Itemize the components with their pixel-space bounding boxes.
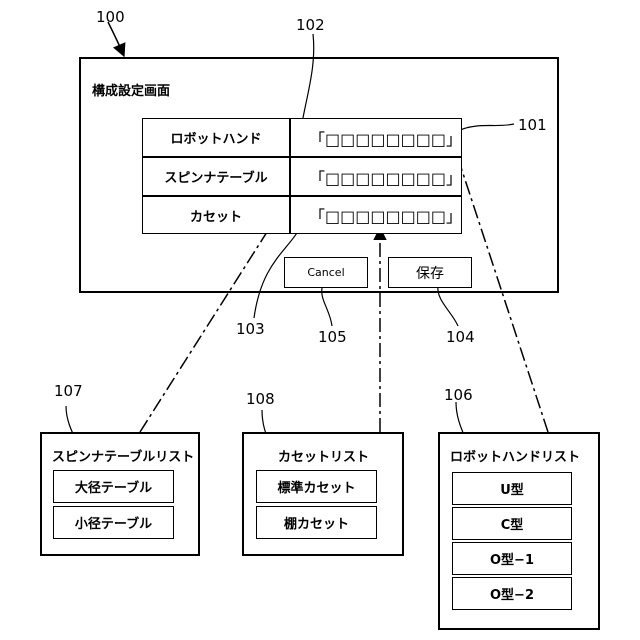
ref-104: 104 [446,328,475,346]
config-screen-title: 構成設定画面 [92,80,170,99]
ref-108: 108 [246,390,275,408]
leader-100 [108,22,124,56]
row-label-robot-hand: ロボットハンド [142,118,290,157]
ref-102: 102 [296,16,325,34]
ref-105: 105 [318,328,347,346]
cassette-list-title: カセットリスト [278,446,369,465]
cassette-field[interactable]: 「□□□□□□□□」 [290,196,462,234]
list-item-shelf-cassette[interactable]: 棚カセット [256,506,377,539]
robot-hand-field[interactable]: 「□□□□□□□□」 [290,118,462,157]
spinner-table-list-title: スピンナテーブルリスト [52,446,194,465]
list-item-small-table[interactable]: 小径テーブル [53,506,174,539]
ref-106: 106 [444,386,473,404]
list-item-o-type-1[interactable]: O型−1 [452,542,572,575]
row-label-spinner-table: スピンナテーブル [142,157,290,196]
leader-105 [322,288,332,326]
save-button[interactable]: 保存 [388,257,472,288]
ref-103: 103 [236,320,265,338]
spinner-table-field[interactable]: 「□□□□□□□□」 [290,157,462,196]
list-item-o-type-2[interactable]: O型−2 [452,577,572,610]
robot-hand-list-title: ロボットハンドリスト [450,446,580,465]
ref-100: 100 [96,8,125,26]
ref-107: 107 [54,382,83,400]
list-item-standard-cassette[interactable]: 標準カセット [256,470,377,503]
list-item-large-table[interactable]: 大径テーブル [53,470,174,503]
list-item-c-type[interactable]: C型 [452,507,572,540]
row-label-cassette: カセット [142,196,290,234]
cancel-button[interactable]: Cancel [284,257,368,288]
list-item-u-type[interactable]: U型 [452,472,572,505]
